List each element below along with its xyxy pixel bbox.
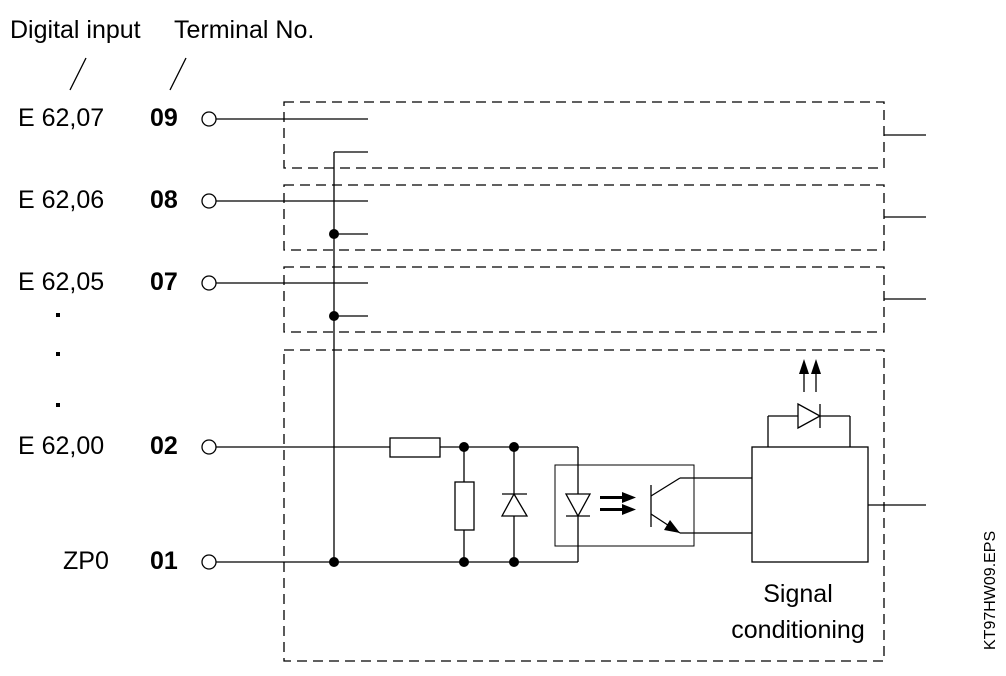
channel-box-05 — [283, 266, 885, 333]
terminal-08-circle — [201, 193, 217, 209]
optocoupler-box — [554, 464, 695, 547]
opto-light-arrow-1-head — [622, 492, 636, 503]
signal-label: E 62,07 — [18, 104, 105, 132]
terminal-07-circle — [201, 275, 217, 291]
terminal-no-leader — [169, 57, 187, 91]
phototransistor-collector — [650, 477, 681, 497]
junction-dot — [459, 442, 469, 452]
channel-box-07 — [283, 101, 885, 169]
opto-light-arrow-1-shaft — [600, 496, 624, 499]
signal-conditioning-label-line1: Signal — [763, 580, 833, 608]
status-led — [797, 402, 822, 430]
signal-label: E 62,06 — [18, 186, 105, 214]
terminal-number: 08 — [150, 186, 178, 214]
junction-dot — [459, 557, 469, 567]
signal-label: E 62,00 — [18, 432, 105, 460]
opto-light-arrow-2-head — [622, 504, 636, 515]
signal-conditioning-block — [751, 446, 869, 563]
channel-box-06 — [283, 184, 885, 251]
terminal-02-circle — [201, 439, 217, 455]
series-resistor — [389, 437, 441, 458]
ellipsis-dot — [56, 352, 60, 356]
phototransistor-emitter-arrow — [664, 520, 680, 533]
ellipsis-dot — [56, 403, 60, 407]
file-name-label: KT97HW09.EPS — [982, 530, 999, 650]
digital-input-header: Digital input — [10, 16, 141, 44]
protection-diode — [500, 492, 529, 517]
opto-led — [564, 493, 592, 518]
opto-light-arrow-2-shaft — [600, 508, 624, 511]
terminal-no-header: Terminal No. — [174, 16, 315, 44]
terminal-09-circle — [201, 111, 217, 127]
terminal-number: 09 — [150, 104, 178, 132]
terminal-number: 07 — [150, 268, 178, 296]
signal-label: ZP0 — [63, 547, 109, 575]
shunt-resistor — [454, 481, 475, 531]
terminal-number: 01 — [150, 547, 178, 575]
terminal-number: 02 — [150, 432, 178, 460]
junction-dot — [329, 229, 339, 239]
junction-dot — [509, 557, 519, 567]
emission-arrow-1-head — [799, 359, 809, 374]
terminal-01-circle — [201, 554, 217, 570]
digital-input-leader — [69, 57, 87, 91]
signal-label: E 62,05 — [18, 268, 105, 296]
junction-dot — [509, 442, 519, 452]
ellipsis-dot — [56, 313, 60, 317]
signal-conditioning-label-line2: conditioning — [731, 616, 865, 644]
emission-arrow-2-head — [811, 359, 821, 374]
junction-dot — [329, 311, 339, 321]
junction-dot — [329, 557, 339, 567]
